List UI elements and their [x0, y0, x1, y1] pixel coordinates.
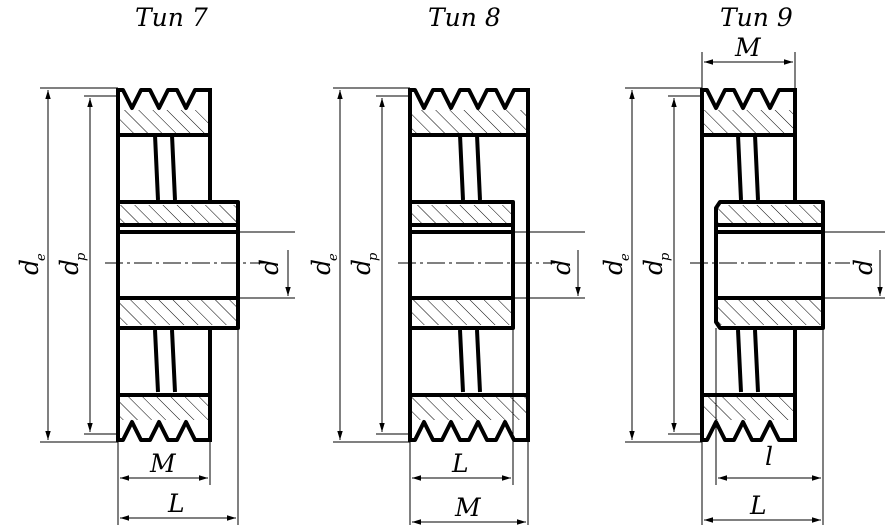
label-l: l: [765, 442, 773, 471]
label-dp: d p: [639, 252, 673, 275]
svg-text:p: p: [74, 252, 89, 261]
label-d: d: [547, 259, 576, 275]
type-8-title: Тип 8: [428, 3, 501, 32]
svg-text:d: d: [639, 259, 668, 275]
rim-top-hatch: [410, 110, 528, 135]
hub: [118, 200, 240, 330]
label-d: d: [255, 259, 284, 275]
label-de: d e: [599, 253, 633, 275]
rim-sides: [700, 88, 797, 442]
label-L: L: [749, 491, 767, 520]
hub-bottom-hatch: [118, 300, 238, 325]
rim-bottom-hatch: [118, 395, 210, 420]
svg-text:d: d: [547, 259, 576, 275]
svg-text:d: d: [15, 259, 44, 275]
svg-text:d: d: [307, 259, 336, 275]
label-M: M: [454, 493, 482, 522]
groove-bottom: [118, 420, 210, 442]
svg-text:p: p: [366, 252, 381, 261]
svg-text:d: d: [599, 259, 628, 275]
svg-text:e: e: [326, 253, 341, 261]
hub-top-hatch: [118, 205, 238, 225]
label-L: L: [167, 489, 185, 518]
pulley-type-7: Тип 7 d e: [15, 3, 295, 525]
pulley-type-8: Тип 8 d e d p: [307, 3, 585, 525]
svg-text:d: d: [849, 259, 878, 275]
svg-text:d: d: [255, 259, 284, 275]
spokes: [736, 134, 760, 393]
svg-text:p: p: [658, 252, 673, 261]
label-d: d: [849, 259, 878, 275]
svg-text:d: d: [347, 259, 376, 275]
label-dp: d p: [347, 252, 381, 275]
label-de: d e: [307, 253, 341, 275]
label-M: M: [149, 449, 177, 478]
type-9-title: Тип 9: [720, 3, 793, 32]
label-de: d e: [15, 253, 49, 275]
pulley-type-9: Тип 9 M d e d: [599, 3, 885, 525]
label-M: M: [734, 33, 762, 62]
svg-text:e: e: [618, 253, 633, 261]
groove-top: [702, 88, 795, 110]
rim-top-hatch: [118, 110, 210, 135]
groove-top: [118, 88, 210, 110]
rim-sides: [116, 88, 212, 442]
spokes: [458, 134, 482, 393]
label-L: L: [451, 449, 469, 478]
rim-sides: [408, 88, 530, 442]
groove-top: [410, 88, 528, 110]
svg-text:e: e: [34, 253, 49, 261]
hub: [714, 200, 825, 330]
hub: [410, 200, 515, 330]
groove-bottom: [702, 420, 795, 442]
label-dp: d p: [55, 252, 89, 275]
type-7-title: Тип 7: [135, 3, 208, 32]
groove-bottom: [410, 420, 528, 442]
spokes: [153, 134, 177, 393]
svg-text:d: d: [55, 259, 84, 275]
rim-bottom-hatch: [410, 395, 528, 420]
